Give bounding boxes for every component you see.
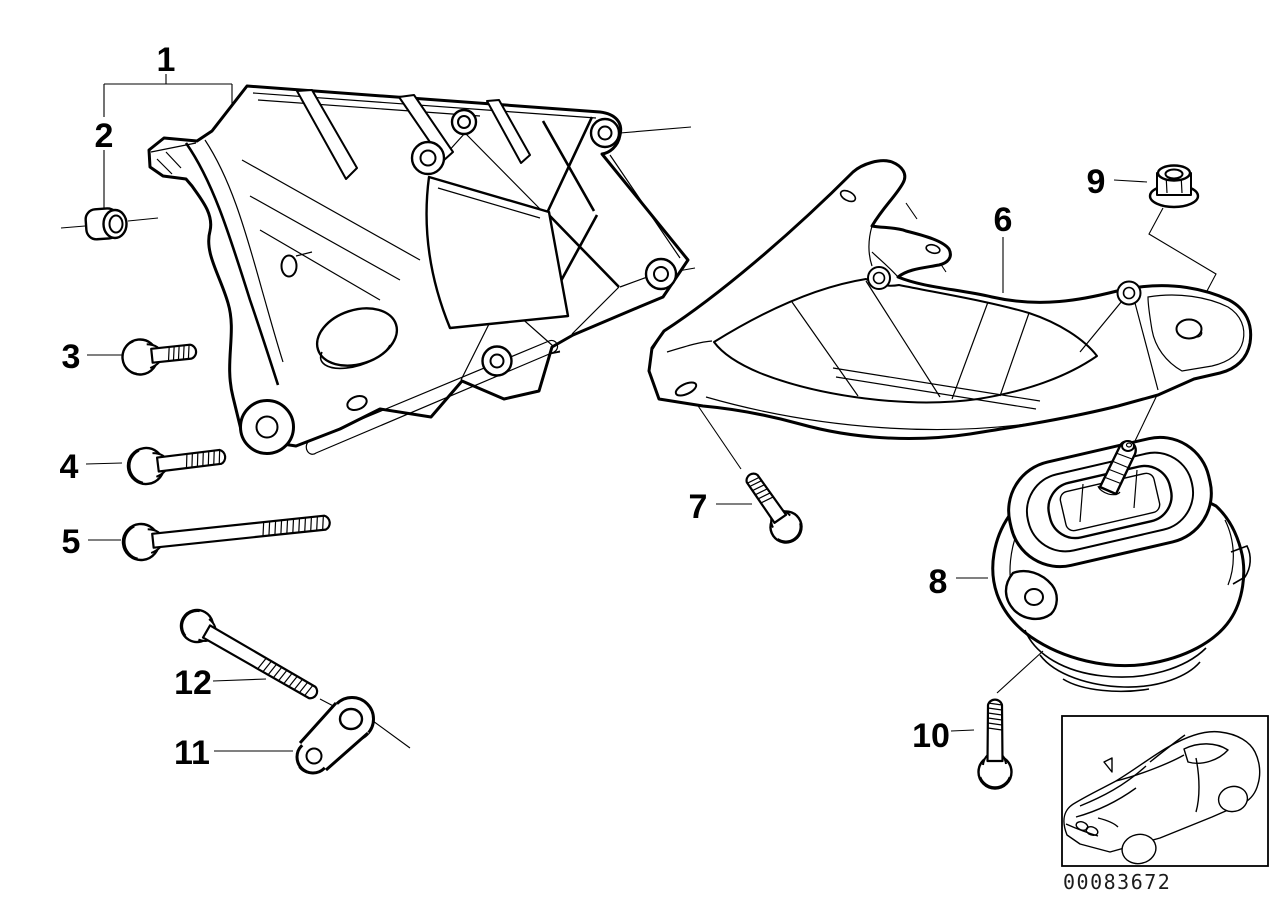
part-6-support-arm [647,159,1253,441]
car-thumbnail-icon [1061,715,1269,867]
callout-8: 8 [929,563,948,601]
arm-mount-hole [1175,318,1203,340]
part-2-bushing [84,207,128,241]
callout-9: 9 [1087,163,1106,201]
callout-10: 10 [912,717,950,755]
part-5-bolt [121,514,331,562]
part-1-bracket [147,84,690,455]
part-9-flange-nut [1148,164,1200,209]
callout-6: 6 [994,201,1013,239]
part-10-bolt [977,698,1013,790]
part-8-engine-mount [991,435,1251,693]
part-11-link [295,696,375,775]
callout-4: 4 [60,448,79,486]
callout-7: 7 [689,488,708,526]
callout-2: 2 [95,117,114,155]
bracket-bosses [239,108,678,455]
part-12-bolt [179,608,319,700]
callout-11: 11 [174,734,210,772]
part-4-bolt [126,446,227,486]
callout-1: 1 [157,41,176,79]
callout-3: 3 [62,338,81,376]
part-7-bolt [745,472,803,544]
callout-12: 12 [174,664,212,702]
callout-5: 5 [62,523,81,561]
image-number: 00083672 [1063,870,1171,894]
part-3-bolt [121,338,198,376]
mount-stud [1097,440,1137,496]
